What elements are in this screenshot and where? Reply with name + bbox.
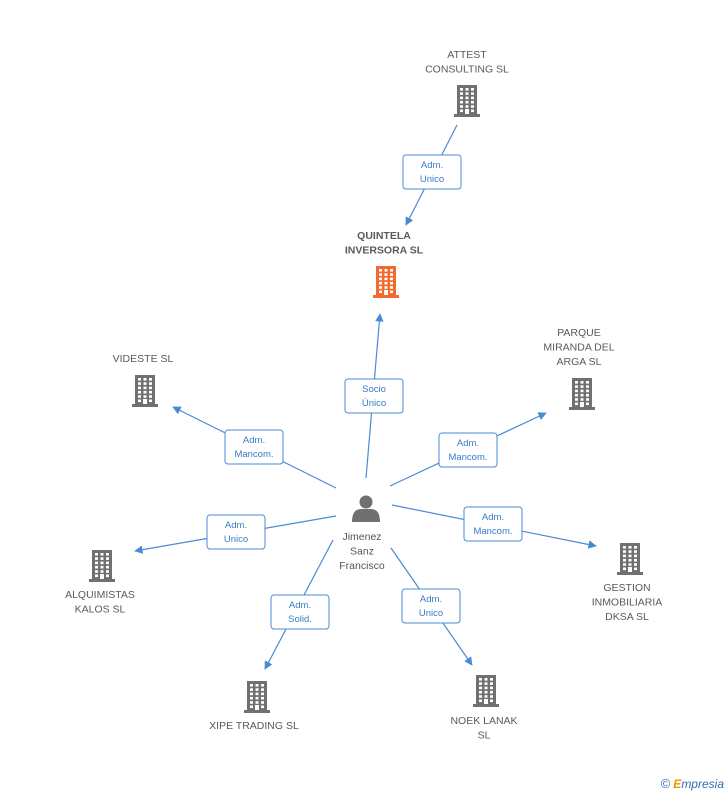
- edge-label-line: Unico: [419, 608, 443, 619]
- edge-person-gestion: Adm. Mancom.: [391, 504, 597, 549]
- edges-layer: Adm.UnicoSocioÚnicoAdm.Mancom.Adm.Mancom…: [134, 124, 597, 670]
- edge-label-box[interactable]: [401, 588, 461, 624]
- company-node-noek[interactable]: NOEK LANAK SL: [450, 675, 518, 742]
- node-label-line: Sanz: [350, 546, 374, 558]
- edge-label-box[interactable]: [270, 594, 330, 630]
- edge-label-line: Adm.: [289, 600, 311, 611]
- node-label-line: MIRANDA DEL: [543, 342, 614, 354]
- building-icon[interactable]: [132, 375, 158, 407]
- company-node-attest[interactable]: ATTEST CONSULTING SL: [425, 49, 509, 117]
- edge-label-line: Adm.: [243, 435, 265, 446]
- node-label-line: Francisco: [339, 560, 385, 572]
- nodes-layer: ATTEST CONSULTING SL QUINTELA INVERSORA SL V…: [65, 49, 662, 742]
- node-label-line: DKSA SL: [605, 611, 649, 623]
- node-label-line: NOEK LANAK: [450, 715, 517, 727]
- edge-label-box[interactable]: [463, 506, 523, 542]
- node-label-line: INVERSORA SL: [345, 245, 424, 257]
- node-label-line: PARQUE: [557, 327, 601, 339]
- edge-label-line: Socio: [362, 384, 386, 395]
- edge-label-line: Adm.: [420, 594, 442, 605]
- edge-label-line: Adm.: [482, 512, 504, 523]
- building-icon[interactable]: [569, 378, 595, 410]
- edge-label-box[interactable]: [438, 432, 498, 468]
- building-icon[interactable]: [454, 85, 480, 117]
- edge-attest-quintela: Adm. Unico: [402, 124, 462, 226]
- edge-label-box[interactable]: [344, 378, 404, 414]
- edge-person-alquimistas: Adm. Unico: [134, 514, 337, 554]
- company-node-videste[interactable]: VIDESTE SL: [113, 353, 174, 407]
- brand-initial: E: [673, 777, 682, 791]
- building-icon[interactable]: [473, 675, 499, 707]
- edge-label-line: Mancom.: [234, 449, 273, 460]
- node-label-line: KALOS SL: [75, 604, 126, 616]
- edge-label-line: Adm.: [457, 438, 479, 449]
- node-label-line: QUINTELA: [357, 230, 411, 242]
- edge-person-xipe: Adm. Solid.: [264, 539, 334, 670]
- edge-label-line: Unico: [224, 534, 248, 545]
- edge-label-line: Solid.: [288, 614, 312, 625]
- edge-label-line: Adm.: [225, 520, 247, 531]
- company-node-alquimistas[interactable]: ALQUIMISTAS KALOS SL: [65, 550, 135, 616]
- node-label-line: SL: [478, 730, 491, 742]
- building-icon[interactable]: [617, 543, 643, 575]
- edge-person-parque: Adm. Mancom.: [389, 412, 547, 487]
- node-label-line: GESTION: [603, 582, 650, 594]
- edge-label-box[interactable]: [224, 429, 284, 465]
- node-label-line: Jimenez: [342, 531, 381, 543]
- edge-label-box[interactable]: [402, 154, 462, 190]
- edge-label-box[interactable]: [206, 514, 266, 550]
- edge-person-noek: Adm. Unico: [390, 547, 473, 666]
- building-icon[interactable]: [89, 550, 115, 582]
- company-node-gestion[interactable]: GESTION INMOBILIARIA DKSA SL: [592, 543, 663, 623]
- edge-label-line: Mancom.: [448, 452, 487, 463]
- node-label-line: VIDESTE SL: [113, 353, 174, 365]
- node-label-line: ALQUIMISTAS: [65, 589, 135, 601]
- building-icon[interactable]: [244, 681, 270, 713]
- node-label-line: ARGA SL: [557, 356, 602, 368]
- edge-label-line: Mancom.: [473, 526, 512, 537]
- edge-label-line: Adm.: [421, 160, 443, 171]
- brand-name: mpresia: [681, 777, 724, 791]
- company-node-xipe[interactable]: XIPE TRADING SL: [209, 681, 299, 732]
- building-icon[interactable]: [373, 266, 399, 298]
- edge-label-line: Unico: [420, 174, 444, 185]
- copyright-symbol: ©: [660, 776, 671, 791]
- company-node-parque[interactable]: PARQUE MIRANDA DEL ARGA SL: [543, 327, 615, 410]
- node-label-line: XIPE TRADING SL: [209, 720, 299, 732]
- node-label-line: INMOBILIARIA: [592, 597, 663, 609]
- node-label-line: ATTEST: [447, 49, 487, 61]
- person-icon[interactable]: [352, 495, 380, 523]
- node-label-line: CONSULTING SL: [425, 64, 509, 76]
- company-node-quintela[interactable]: QUINTELA INVERSORA SL: [345, 230, 424, 298]
- brand-footer: ©Empresia: [661, 776, 724, 791]
- edge-label-line: Único: [362, 398, 386, 409]
- edge-person-videste: Adm. Mancom.: [172, 406, 337, 489]
